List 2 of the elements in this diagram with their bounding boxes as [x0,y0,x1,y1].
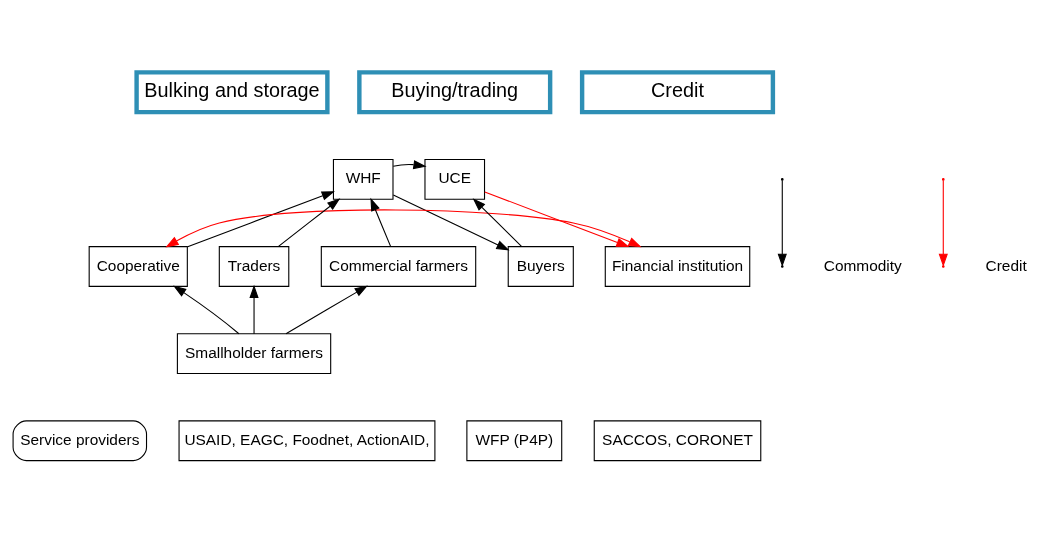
legend-label: Credit [985,256,1027,274]
legend-label: Commodity [823,256,902,274]
